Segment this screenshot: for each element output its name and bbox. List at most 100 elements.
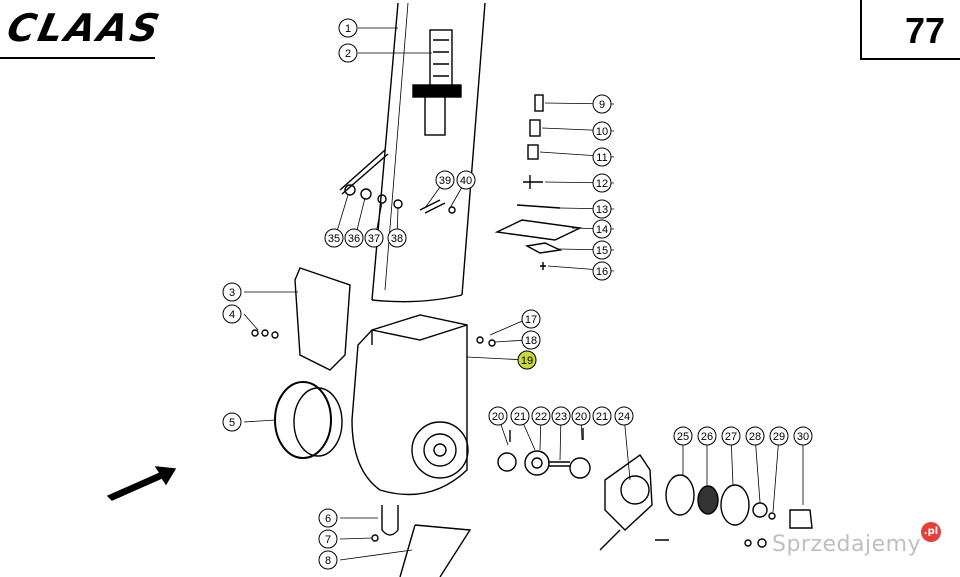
callout-label: 21 [596,411,608,423]
callout-circle [793,426,813,446]
callout-label: 22 [535,411,547,423]
callout-label: 9 [599,99,605,111]
callout-circle [324,228,344,248]
callout-28: 28 [745,426,765,446]
callout-label: 14 [596,224,608,236]
callout-label: 5 [229,417,235,429]
direction-arrow [106,466,177,501]
callout-14: 14 [592,219,612,239]
chain-links [412,29,462,136]
plate-14 [494,219,583,241]
ring-5 [274,381,332,459]
callout-circle [614,406,634,426]
callout-9: 9 [592,94,612,114]
callout-label: 26 [701,431,713,443]
callout-label: 12 [596,178,608,190]
callout-1: 1 [338,18,358,38]
callout-35: 35 [324,228,344,248]
callout-13: 13 [592,199,612,219]
callout-27: 27 [721,426,741,446]
callout-10: 10 [592,121,612,141]
callout-circle [338,43,358,63]
callout-circle [592,94,612,114]
callout-20: 20 [488,406,508,426]
header-rule-right [860,58,960,60]
callout-circle [592,240,612,260]
watermark-text: Sprzedajemy [772,532,922,557]
callout-label: 38 [391,233,403,245]
callout-circle [531,406,551,426]
callout-label: 2 [345,48,351,60]
callout-label: 30 [797,431,809,443]
callout-19: 19 [517,350,537,370]
callout-20: 20 [571,406,591,426]
callout-circle [592,173,612,193]
flange-24 [604,454,653,531]
callout-label: 23 [555,411,567,423]
callout-circle [592,147,612,167]
callout-label: 28 [749,431,761,443]
callout-label: 20 [492,411,504,423]
callout-circle [222,304,242,324]
callout-label: 13 [596,204,608,216]
callout-label: 29 [773,431,785,443]
callout-circle [592,121,612,141]
callout-label: 36 [348,233,360,245]
callout-circle [510,406,530,426]
header-rule-right-vertical [860,0,862,60]
callout-6: 6 [318,508,338,528]
callout-12: 12 [592,173,612,193]
housing-19 [351,314,468,496]
callout-circle [435,170,455,190]
callout-circle [745,426,765,446]
linkage-rod [339,149,389,195]
callout-circle [592,219,612,239]
callout-label: 4 [229,309,235,321]
callout-circle [521,309,541,329]
callout-label: 1 [345,23,351,35]
callout-36: 36 [344,228,364,248]
callout-label: 35 [328,233,340,245]
callout-21: 21 [592,406,612,426]
header-rule-left [0,57,155,59]
callout-label: 20 [575,411,587,423]
callout-circle [364,228,384,248]
callout-label: 17 [525,314,537,326]
callout-circle [592,261,612,281]
callout-26: 26 [697,426,717,446]
callout-4: 4 [222,304,242,324]
callout-17: 17 [521,309,541,329]
callout-label: 19 [521,355,533,367]
elevator-tube [371,2,486,303]
callout-circle [318,508,338,528]
callout-circle [521,330,541,350]
callout-circle [721,426,741,446]
bracket-3 [294,267,351,371]
plate-8 [399,524,472,577]
callout-label: 3 [229,287,235,299]
callout-circle [338,18,358,38]
callout-29: 29 [769,426,789,446]
callout-24: 24 [614,406,634,426]
callout-label: 8 [325,555,331,567]
callout-label: 16 [596,266,608,278]
callout-label: 24 [618,411,630,423]
callout-23: 23 [551,406,571,426]
callout-label: 39 [439,175,451,187]
callout-11: 11 [592,147,612,167]
callout-16: 16 [592,261,612,281]
callout-circle [222,412,242,432]
callout-22: 22 [531,406,551,426]
callout-circle [697,426,717,446]
callout-37: 37 [364,228,384,248]
callout-30: 30 [793,426,813,446]
callout-circle [488,406,508,426]
callout-15: 15 [592,240,612,260]
callout-circle [673,426,693,446]
callout-label: 27 [725,431,737,443]
callout-label: 18 [525,335,537,347]
callout-8: 8 [318,550,338,570]
